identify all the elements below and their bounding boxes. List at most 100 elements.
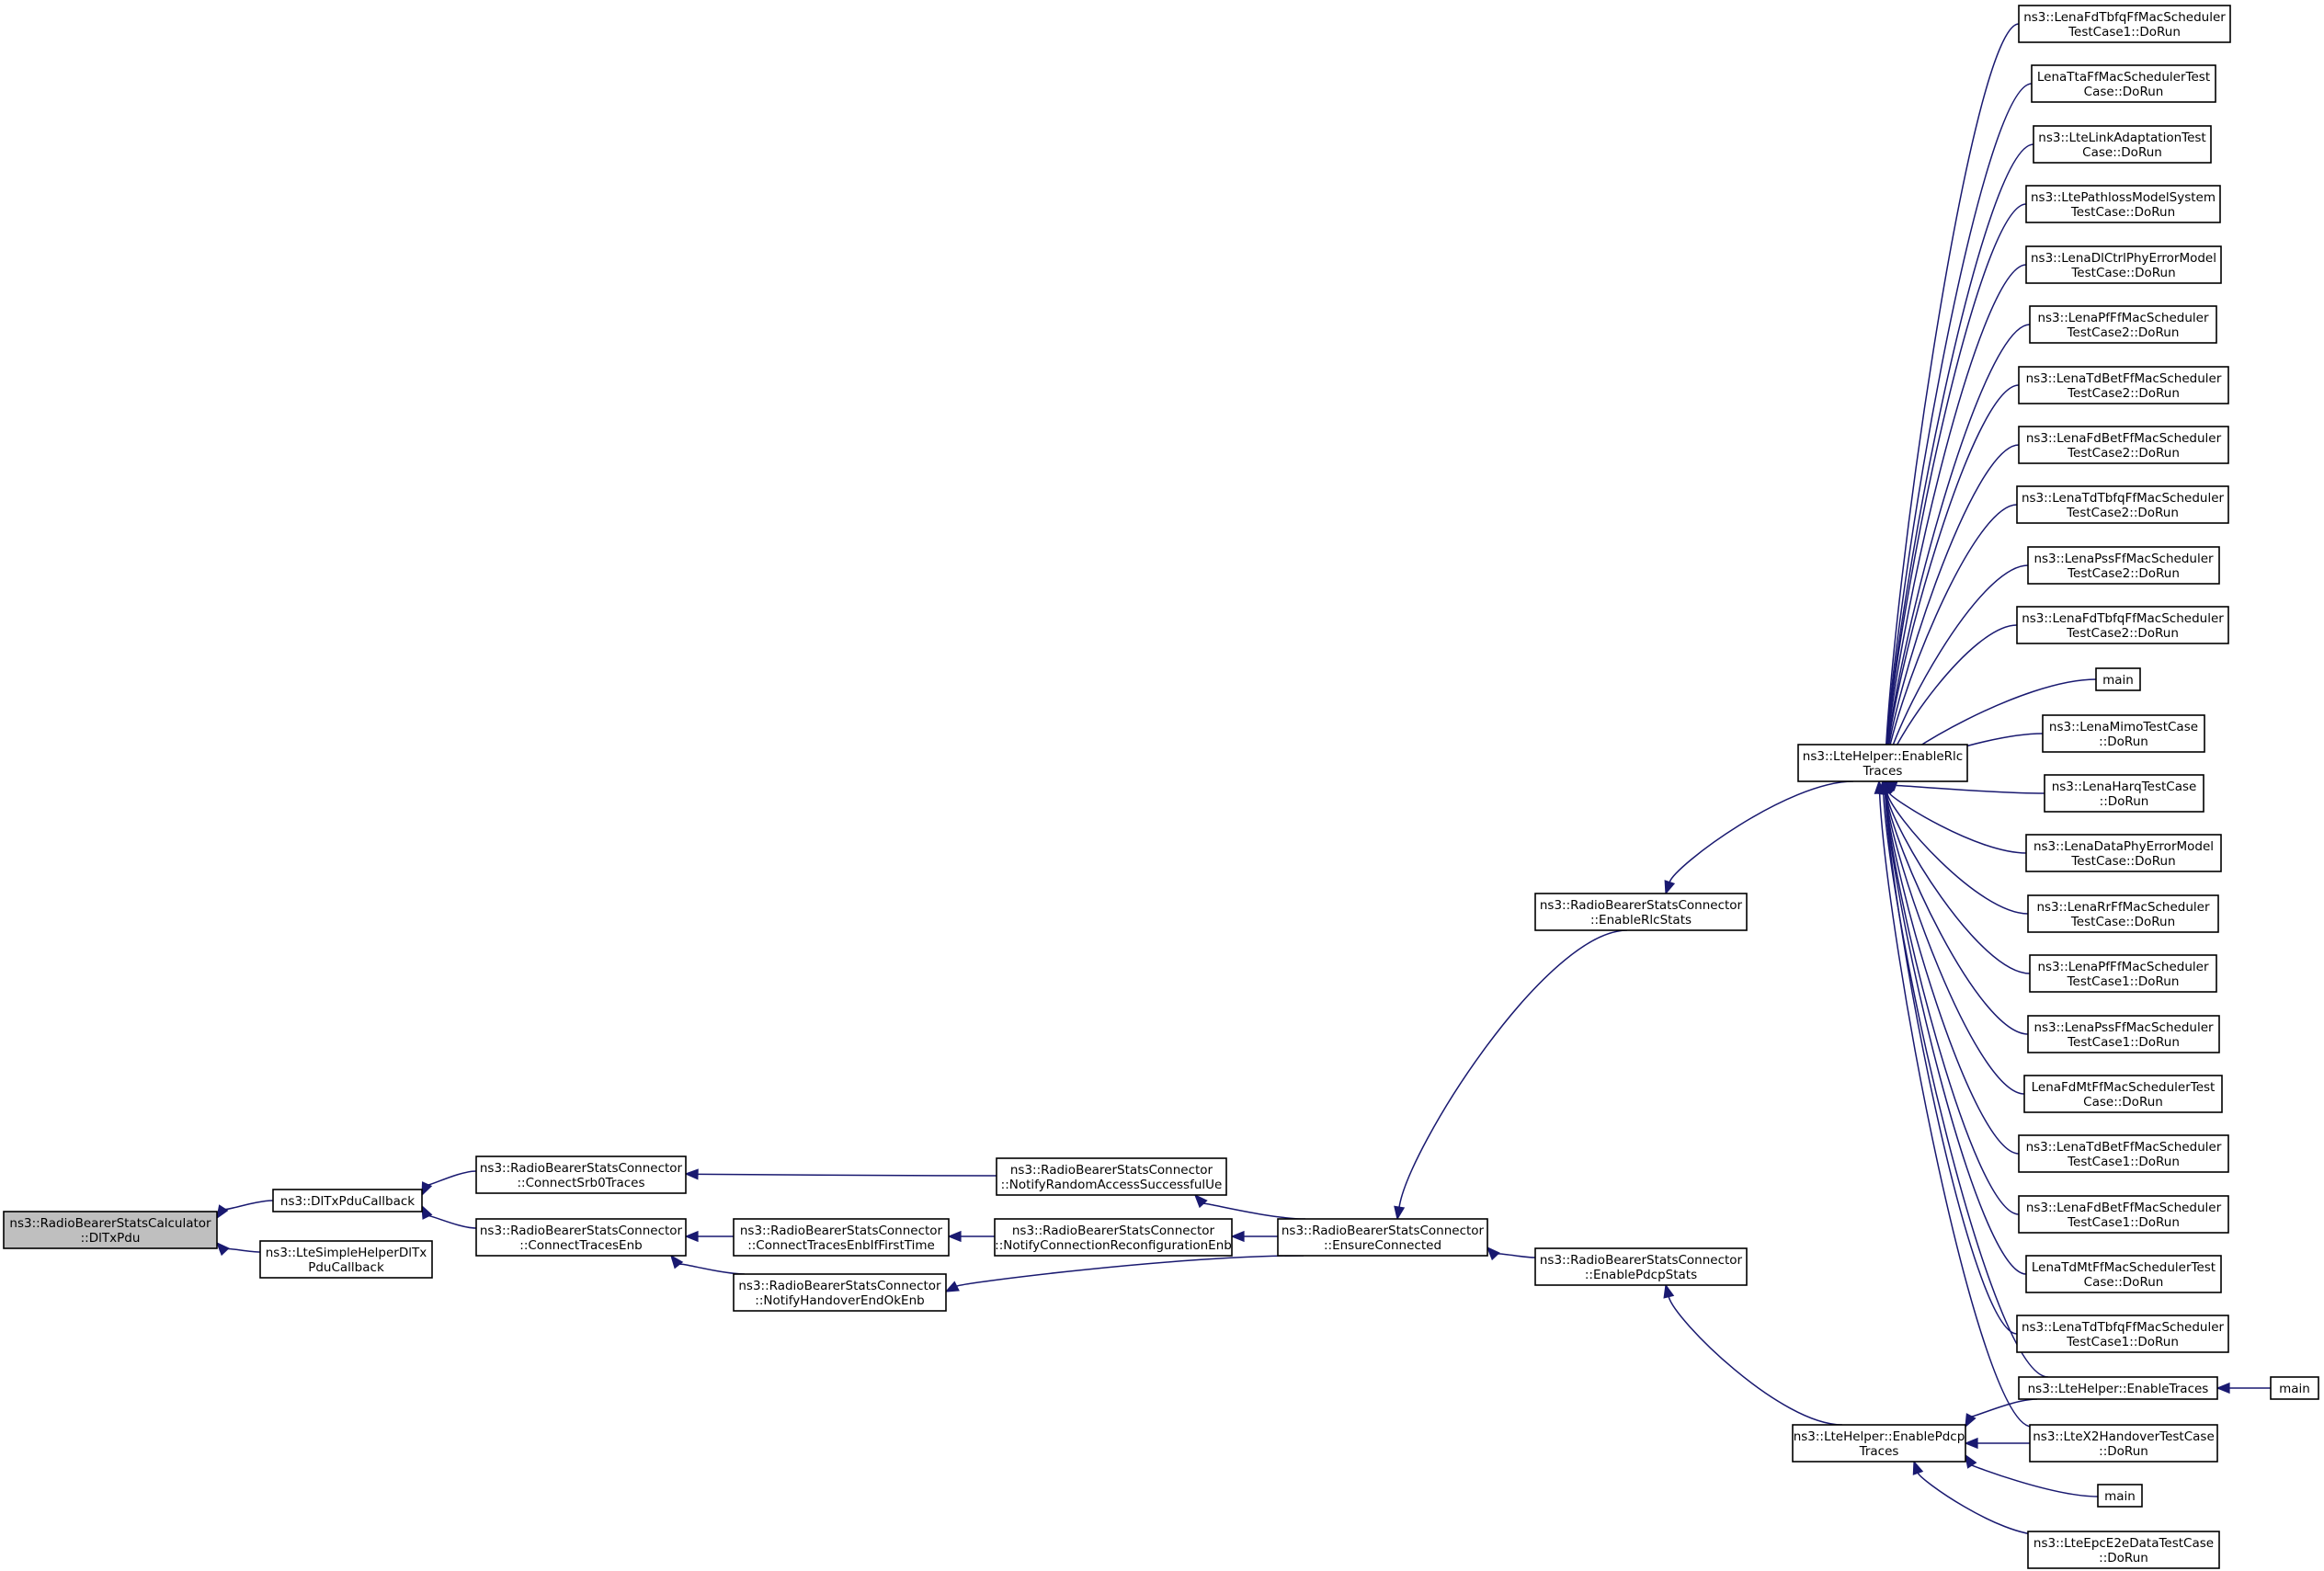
graph-node-srb0[interactable]: ns3::RadioBearerStatsConnector::ConnectS… <box>475 1155 687 1194</box>
node-label-line: LenaFdMtFfMacSchedulerTest <box>2032 1080 2216 1095</box>
graph-node-traces-enb[interactable]: ns3::RadioBearerStatsConnector::ConnectT… <box>475 1218 687 1257</box>
node-box <box>475 1155 687 1194</box>
call-edge <box>1964 1437 2031 1450</box>
graph-node-x2[interactable]: ns3::LteX2HandoverTestCase::DoRun <box>2029 1424 2218 1463</box>
node-label-line: TestCase1::DoRun <box>2068 25 2181 40</box>
call-edge <box>684 1168 997 1180</box>
graph-node-traces-enb-first[interactable]: ns3::RadioBearerStatsConnector::ConnectT… <box>733 1218 950 1257</box>
graph-node-c05[interactable]: ns3::LenaDlCtrlPhyErrorModelTestCase::Do… <box>2025 245 2222 284</box>
node-box <box>2270 1376 2319 1400</box>
graph-node-pdcp-stats[interactable]: ns3::RadioBearerStatsConnector::EnablePd… <box>1534 1247 1748 1286</box>
node-label-line: ns3::RadioBearerStatsConnector <box>480 1161 683 1176</box>
graph-node-c08[interactable]: ns3::LenaFdBetFfMacSchedulerTestCase2::D… <box>2018 426 2229 464</box>
graph-node-handover-ok[interactable]: ns3::RadioBearerStatsConnector::NotifyHa… <box>733 1273 947 1312</box>
graph-node-c04[interactable]: ns3::LtePathlossModelSystemTestCase::DoR… <box>2025 185 2221 223</box>
edge-line <box>1202 1202 1306 1220</box>
edge-line <box>1888 791 2027 854</box>
graph-node-c23[interactable]: ns3::LenaTdTbfqFfMacSchedulerTestCase1::… <box>2016 1315 2229 1353</box>
graph-node-c13[interactable]: ns3::LenaMimoTestCase::DoRun <box>2042 714 2205 753</box>
graph-node-c11[interactable]: ns3::LenaFdTbfqFfMacSchedulerTestCase2::… <box>2016 606 2229 644</box>
graph-node-c20[interactable]: ns3::LenaTdBetFfMacSchedulerTestCase1::D… <box>2018 1134 2229 1173</box>
node-label-line: ns3::LteHelper::EnableTraces <box>2028 1382 2209 1396</box>
edge-arrowhead <box>421 1204 433 1220</box>
edge-line <box>1885 792 2029 1035</box>
graph-nodes: ns3::RadioBearerStatsCalculator::DlTxPdu… <box>3 5 2319 1569</box>
node-box <box>1534 893 1748 931</box>
node-label-line: ns3::LenaFdBetFfMacScheduler <box>2026 1201 2222 1215</box>
node-label-line: TestCase1::DoRun <box>2067 974 2180 989</box>
graph-node-main-t[interactable]: main <box>2270 1376 2319 1400</box>
node-box <box>2025 185 2221 223</box>
edge-line <box>1882 792 2049 1378</box>
node-label-line: ::NotifyConnectionReconfigurationEnb <box>995 1238 1232 1253</box>
node-label-line: TestCase2::DoRun <box>2066 506 2179 520</box>
node-label-line: ns3::LenaFdTbfqFfMacScheduler <box>2022 611 2224 626</box>
edge-line <box>1895 784 2045 794</box>
call-edge <box>215 1241 261 1257</box>
edge-line <box>678 1263 746 1275</box>
node-label-line: TestCase::DoRun <box>2070 854 2175 869</box>
graph-node-root[interactable]: ns3::RadioBearerStatsCalculator::DlTxPdu <box>3 1211 218 1249</box>
call-edge <box>1879 780 2027 1275</box>
node-label-line: ns3::DlTxPduCallback <box>280 1194 415 1209</box>
graph-node-epc[interactable]: ns3::LteEpcE2eDataTestCase::DoRun <box>2027 1531 2220 1569</box>
call-edge <box>669 1254 746 1275</box>
edge-arrowhead <box>1664 880 1676 895</box>
graph-node-c09[interactable]: ns3::LenaTdTbfqFfMacSchedulerTestCase2::… <box>2016 485 2229 524</box>
graph-node-c17[interactable]: ns3::LenaPfFfMacSchedulerTestCase1::DoRu… <box>2029 954 2217 993</box>
node-box <box>2016 606 2229 644</box>
graph-node-ensure[interactable]: ns3::RadioBearerStatsConnector::EnsureCo… <box>1277 1218 1488 1257</box>
graph-node-enable-traces[interactable]: ns3::LteHelper::EnableTraces <box>2018 1376 2218 1400</box>
node-label-line: TestCase::DoRun <box>2070 266 2175 280</box>
edge-line <box>1884 203 2027 770</box>
call-edge <box>1663 1283 1843 1426</box>
node-label-line: ::NotifyHandoverEndOkEnb <box>755 1293 924 1308</box>
edge-arrowhead <box>2216 1382 2230 1395</box>
node-box <box>3 1211 218 1249</box>
edge-arrowhead <box>1965 1453 1977 1469</box>
graph-node-main-p[interactable]: main <box>2097 1484 2143 1508</box>
graph-node-c15[interactable]: ns3::LenaDataPhyErrorModelTestCase::DoRu… <box>2025 834 2222 872</box>
edge-arrowhead <box>669 1254 684 1269</box>
graph-node-c01[interactable]: ns3::LenaFdTbfqFfMacSchedulerTestCase1::… <box>2018 5 2231 43</box>
node-label-line: LenaTtaFfMacSchedulerTest <box>2037 70 2210 85</box>
graph-node-c18[interactable]: ns3::LenaPssFfMacSchedulerTestCase1::DoR… <box>2027 1015 2220 1053</box>
node-box <box>1277 1218 1488 1257</box>
edge-line <box>1885 444 2020 770</box>
node-label-line: TestCase1::DoRun <box>2067 1215 2180 1230</box>
call-edge <box>944 1255 1304 1292</box>
graph-node-c07[interactable]: ns3::LenaTdBetFfMacSchedulerTestCase2::D… <box>2018 366 2229 404</box>
node-label-line: ::DlTxPdu <box>81 1231 141 1246</box>
graph-node-dltx-cb[interactable]: ns3::DlTxPduCallback <box>272 1189 423 1212</box>
graph-node-random-access[interactable]: ns3::RadioBearerStatsConnector::NotifyRa… <box>996 1157 1227 1196</box>
call-edge <box>1664 780 1854 895</box>
node-label-line: TestCase1::DoRun <box>2067 1155 2180 1169</box>
node-label-line: TestCase2::DoRun <box>2067 446 2180 461</box>
node-label-line: Traces <box>1859 1444 1899 1459</box>
graph-node-c06[interactable]: ns3::LenaPfFfMacSchedulerTestCase2::DoRu… <box>2029 305 2217 344</box>
graph-node-c21[interactable]: ns3::LenaFdBetFfMacSchedulerTestCase1::D… <box>2018 1195 2229 1234</box>
node-label-line: Case::DoRun <box>2082 145 2162 160</box>
call-edge <box>1880 504 2018 783</box>
edge-line <box>1494 1253 1536 1258</box>
graph-node-c14[interactable]: ns3::LenaHarqTestCase::DoRun <box>2044 774 2204 813</box>
graph-node-conn-reconf[interactable]: ns3::RadioBearerStatsConnector::NotifyCo… <box>994 1218 1233 1257</box>
edge-arrowhead <box>215 1241 230 1257</box>
call-edge <box>1874 780 2033 1428</box>
edge-arrowhead <box>947 1230 962 1243</box>
edge-line <box>1885 792 2031 974</box>
node-box <box>2018 1195 2229 1234</box>
graph-node-c10[interactable]: ns3::LenaPssFfMacSchedulerTestCase2::DoR… <box>2027 546 2220 585</box>
graph-node-rlc-stats[interactable]: ns3::RadioBearerStatsConnector::EnableRl… <box>1534 893 1748 931</box>
edge-line <box>1917 1472 2044 1536</box>
graph-node-c12[interactable]: main <box>2095 667 2141 691</box>
node-box <box>996 1157 1227 1196</box>
